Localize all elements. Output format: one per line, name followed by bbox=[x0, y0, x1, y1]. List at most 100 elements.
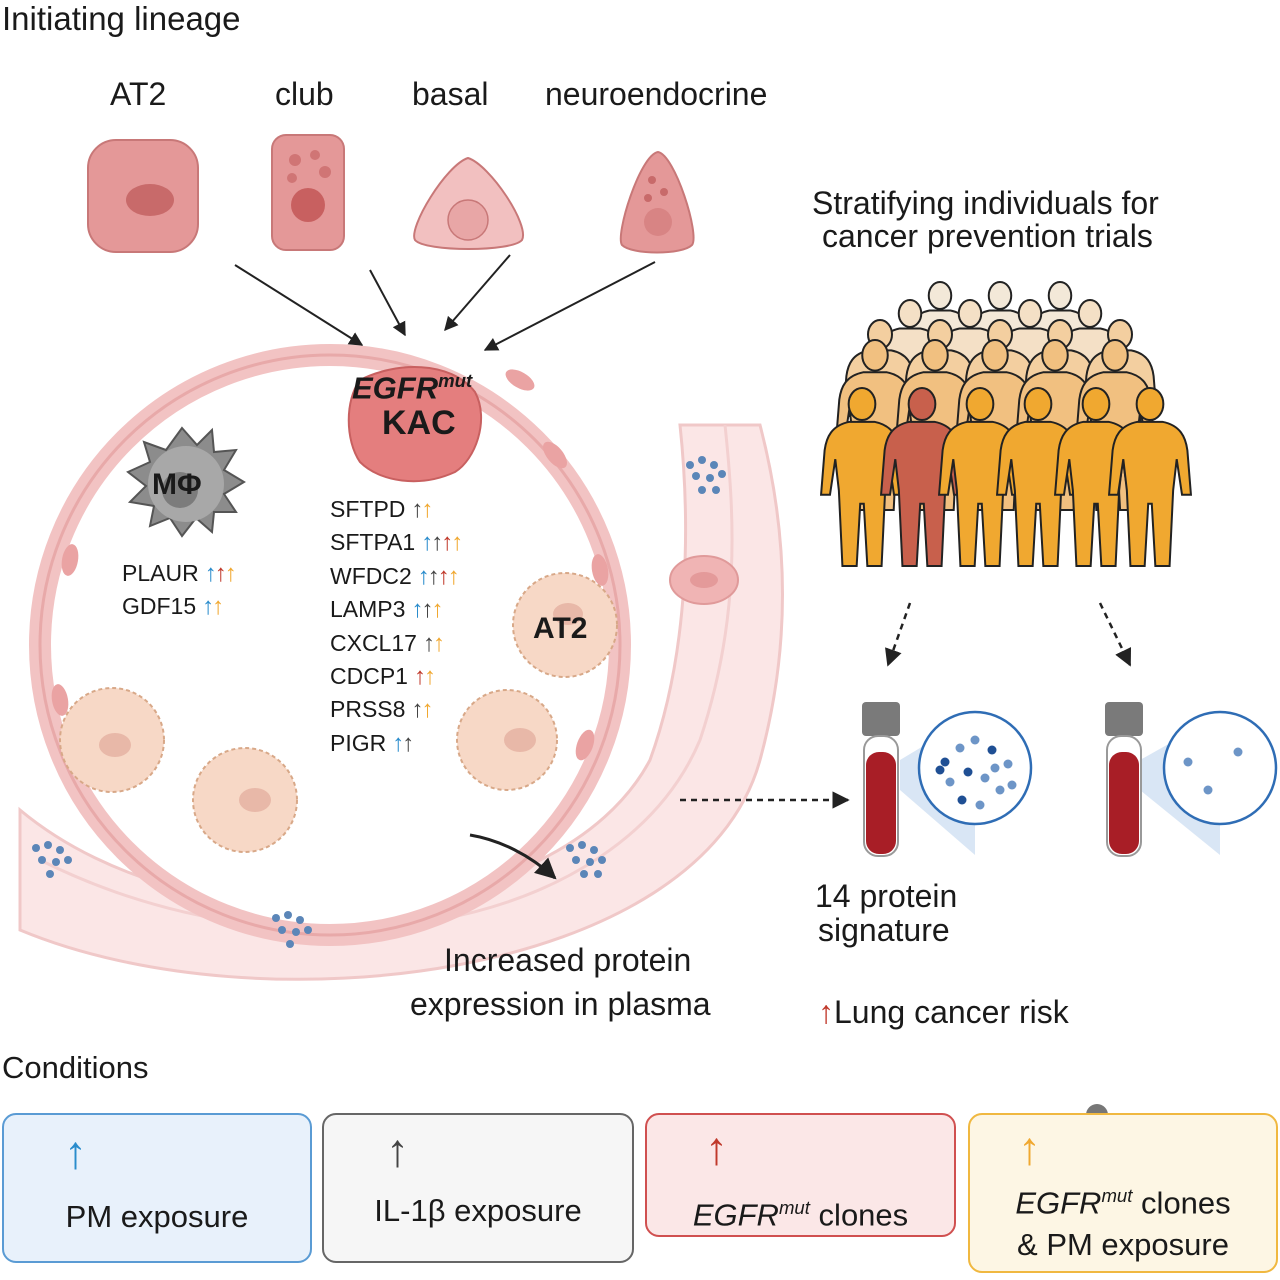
protein-dot bbox=[945, 777, 955, 787]
up-arrow-icon: ↑ bbox=[224, 560, 237, 587]
up-arrow-icon: ↑ bbox=[451, 529, 463, 557]
up-arrow-icon: ↑ bbox=[447, 562, 460, 590]
protein-dot bbox=[987, 745, 997, 755]
at2-cell-bottom bbox=[192, 747, 298, 853]
lineage-label-neuroendocrine: neuroendocrine bbox=[545, 76, 768, 112]
stratify-line1: Stratifying individuals for bbox=[812, 185, 1159, 221]
protein-dot bbox=[935, 765, 945, 775]
up-arrow-icon: ↑ bbox=[413, 663, 426, 691]
plasma-line2: expression in plasma bbox=[410, 986, 711, 1022]
kac-marker-name: PRSS8 bbox=[330, 696, 406, 723]
protein-dot bbox=[980, 773, 990, 783]
kac-marker-row: LAMP3↑↑↑ bbox=[330, 593, 461, 626]
up-arrow-icon: ↑ bbox=[441, 529, 453, 557]
lineage-label-at2: AT2 bbox=[110, 76, 167, 112]
kac-gene-label: EGFRmut bbox=[352, 370, 473, 406]
up-arrow-icon: ↑ bbox=[402, 729, 414, 757]
up-arrow-icon: ↑ bbox=[422, 629, 435, 657]
up-arrow-icon: ↑ bbox=[431, 596, 443, 624]
blood-tube-low bbox=[1105, 702, 1278, 857]
risk-label: ↑Lung cancer risk bbox=[818, 994, 1069, 1030]
up-arrow-icon: ↑ bbox=[411, 696, 423, 724]
protein-dot bbox=[995, 785, 1005, 795]
up-arrow-icon: ↑ bbox=[421, 696, 433, 724]
condition-egfr-arrow: ↑ bbox=[705, 1122, 728, 1174]
lineage-heading: Initiating lineage bbox=[2, 0, 241, 37]
kac-cell bbox=[347, 366, 483, 483]
kac-marker-arrows: ↑↑ bbox=[413, 663, 436, 691]
up-arrow-icon: ↑ bbox=[411, 496, 423, 523]
protein-dots bbox=[32, 456, 726, 948]
stratify-arrows bbox=[680, 602, 1132, 809]
kac-marker-arrows: ↑↑ bbox=[411, 496, 433, 523]
person-silhouette bbox=[1107, 387, 1193, 567]
lineage-label-club: club bbox=[275, 76, 334, 112]
kac-marker-arrows: ↑↑ bbox=[422, 629, 445, 657]
kac-marker-row: SFTPA1↑↑↑↑ bbox=[330, 526, 463, 559]
macrophage-marker-name: GDF15 bbox=[122, 593, 197, 620]
at2-lineage-cell bbox=[87, 139, 199, 253]
condition-egfr-pm-arrow: ↑ bbox=[1018, 1122, 1041, 1174]
up-arrow-icon: ↑ bbox=[437, 562, 450, 590]
protein-dot bbox=[940, 757, 950, 767]
kac-marker-arrows: ↑↑↑↑ bbox=[417, 562, 460, 590]
condition-egfr-pm-label: EGFRmut clones bbox=[1015, 1185, 1231, 1221]
kac-marker-arrows: ↑↑↑↑ bbox=[421, 529, 463, 557]
macrophage-marker-arrows: ↑↑ bbox=[202, 593, 224, 621]
protein-dot bbox=[1007, 780, 1017, 790]
macrophage-marker-arrows: ↑↑↑ bbox=[205, 560, 237, 587]
kac-marker-arrows: ↑↑ bbox=[392, 729, 414, 757]
kac-marker-row: CXCL17↑↑ bbox=[330, 627, 461, 660]
up-arrow-icon: ↑ bbox=[431, 529, 443, 557]
macrophage-cell bbox=[126, 426, 246, 538]
protein-dot bbox=[963, 767, 973, 777]
basal-lineage-cell bbox=[413, 156, 525, 250]
kac-marker-row: WFDC2↑↑↑↑ bbox=[330, 560, 461, 593]
lineage-arrows bbox=[234, 254, 656, 351]
condition-pm-arrow: ↑ bbox=[64, 1126, 87, 1178]
kac-marker-name: CXCL17 bbox=[330, 629, 417, 656]
up-arrow-icon: ↑ bbox=[417, 562, 430, 590]
macrophage-label: MΦ bbox=[152, 468, 202, 501]
signature-line2: signature bbox=[818, 912, 950, 948]
kac-marker-row: CDCP1↑↑ bbox=[330, 660, 461, 693]
up-arrow-icon: ↑ bbox=[392, 729, 404, 757]
macrophage-marker-row: GDF15↑↑ bbox=[122, 590, 235, 623]
at2-cell-label: AT2 bbox=[533, 612, 588, 645]
kac-marker-list: SFTPD↑↑SFTPA1↑↑↑↑WFDC2↑↑↑↑LAMP3↑↑↑CXCL17… bbox=[330, 493, 463, 760]
conditions-heading: Conditions bbox=[2, 1050, 149, 1085]
condition-egfr-pm-label-line2: & PM exposure bbox=[1017, 1227, 1229, 1262]
kac-label: KAC bbox=[382, 404, 456, 442]
condition-il1b-arrow: ↑ bbox=[386, 1124, 409, 1176]
kac-marker-name: SFTPD bbox=[330, 496, 406, 522]
condition-egfr-label: EGFRmut clones bbox=[692, 1197, 909, 1233]
kac-marker-name: PIGR bbox=[330, 729, 387, 756]
up-arrow-icon: ↑ bbox=[423, 663, 436, 691]
protein-dot bbox=[970, 735, 980, 745]
up-arrow-icon: ↑ bbox=[214, 560, 227, 587]
plasma-line1: Increased protein bbox=[444, 942, 692, 978]
blood-tube-high bbox=[862, 702, 1033, 857]
up-arrow-icon: ↑ bbox=[421, 496, 433, 523]
up-arrow-icon: ↑ bbox=[212, 593, 224, 621]
stratify-line2: cancer prevention trials bbox=[822, 218, 1153, 254]
up-arrow-icon: ↑ bbox=[411, 596, 423, 624]
protein-dot bbox=[957, 795, 967, 805]
kac-marker-arrows: ↑↑ bbox=[411, 696, 433, 724]
high-protein-dots bbox=[935, 735, 1017, 810]
protein-dot bbox=[975, 800, 985, 810]
macrophage-marker-list: PLAUR↑↑↑GDF15↑↑ bbox=[122, 557, 237, 624]
population-crowd bbox=[819, 281, 1193, 567]
kac-marker-name: CDCP1 bbox=[330, 663, 408, 690]
at2-cell-right bbox=[512, 572, 618, 678]
kac-marker-row: PRSS8↑↑ bbox=[330, 693, 461, 726]
up-arrow-icon: ↑ bbox=[421, 596, 433, 624]
secretion-arrow bbox=[469, 833, 557, 880]
signature-line1: 14 protein bbox=[815, 878, 958, 914]
up-arrow-icon: ↑ bbox=[202, 593, 214, 621]
kac-marker-name: SFTPA1 bbox=[330, 529, 416, 556]
club-lineage-cell bbox=[271, 134, 345, 251]
protein-dot bbox=[990, 763, 1000, 773]
up-arrow-icon: ↑ bbox=[421, 529, 433, 557]
